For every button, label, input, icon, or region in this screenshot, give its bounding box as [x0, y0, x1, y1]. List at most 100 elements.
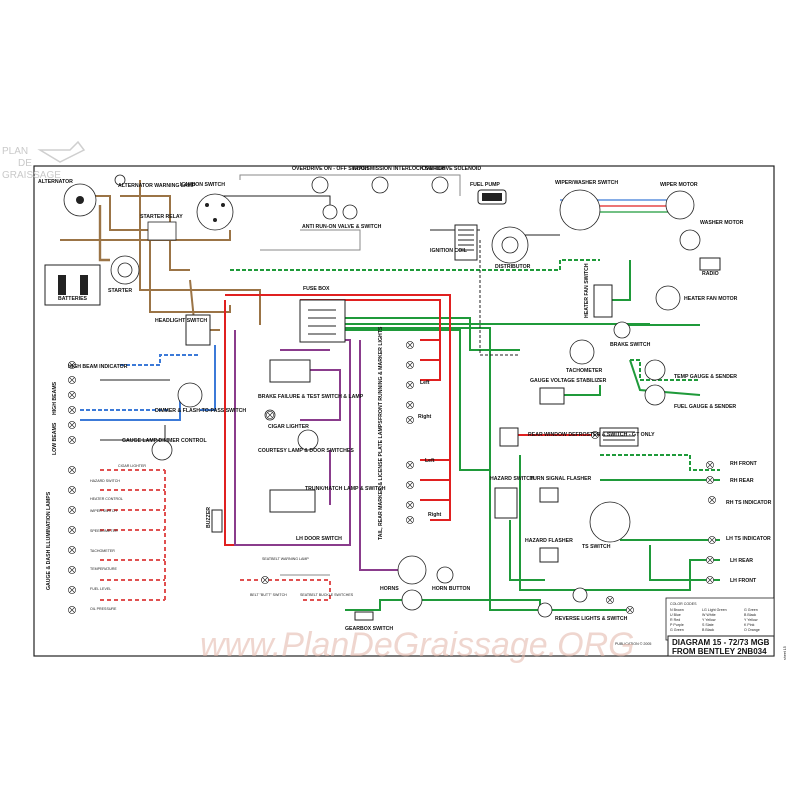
label-high-beams: HIGH BEAMS — [52, 381, 58, 415]
label-starter: STARTER — [108, 288, 132, 294]
lamp-filament — [592, 432, 598, 438]
label-fuel-gauge: FUEL GAUGE & SENDER — [674, 404, 736, 410]
svg-text:Y Yellow: Y Yellow — [744, 618, 758, 622]
lamp-filament — [69, 422, 75, 428]
label-radio: RADIO — [702, 271, 719, 277]
svg-text:P Purple: P Purple — [670, 623, 684, 627]
label-lamp-hazard: HAZARD SWITCH — [90, 479, 120, 483]
lamp-filament — [407, 362, 413, 368]
svg-text:K Pink: K Pink — [744, 623, 755, 627]
label-lamp-cigar: CIGAR LIGHTER — [118, 464, 146, 468]
svg-text:LG Light Green: LG Light Green — [702, 608, 727, 612]
label-brake-switch: BRAKE SWITCH — [610, 342, 651, 348]
label-alt-warning: ALTERNATOR WARNING LAMP — [118, 183, 196, 189]
label-overdrive-solenoid: OVERDRIVE SOLENOID — [422, 166, 481, 172]
label-high-beam-indicator: HIGH BEAM INDICATOR — [68, 364, 128, 370]
label-lamp-speedo: SPEEDOMETER — [90, 529, 118, 533]
lamp-bulbs — [68, 341, 716, 614]
label-alternator: ALTERNATOR — [38, 179, 73, 185]
label-lamp-wiper: WIPER SWITCH — [90, 509, 117, 513]
svg-text:R Red: R Red — [670, 618, 680, 622]
lamp-filament — [69, 567, 75, 573]
label-lh-ts: LH TS INDICATOR — [726, 536, 771, 542]
lamp-filament — [709, 537, 715, 543]
label-left-front: Left — [420, 380, 430, 386]
label-seatbelt-buckle: SEATBELT BUCKLE SWITCHES — [300, 593, 354, 597]
svg-text:PLAN: PLAN — [2, 146, 28, 157]
title-line-2: FROM BENTLEY 2NB034 — [672, 647, 767, 656]
label-lh-front: LH FRONT — [730, 578, 757, 584]
svg-text:B Black: B Black — [744, 613, 756, 617]
label-rh-front: RH FRONT — [730, 461, 758, 467]
lamp-filament — [407, 382, 413, 388]
label-dimmer: DIMMER & FLASH-TO-PASS SWITCH — [155, 408, 246, 414]
label-courtesy-lamp: COURTESY LAMP & DOOR SWITCHES — [258, 448, 354, 454]
lamp-filament — [69, 392, 75, 398]
components — [44, 174, 721, 621]
label-turn-flasher: TURN SIGNAL FLASHER — [530, 476, 592, 482]
lamp-filament — [707, 462, 713, 468]
label-lamp-oil: OIL PRESSURE — [90, 607, 117, 611]
label-lamp-temp: TEMPERATURE — [90, 567, 117, 571]
label-hazard-switch: HAZARD SWITCH — [490, 476, 534, 482]
label-lamp-tacho: TACHOMETER — [90, 549, 115, 553]
labels: ALTERNATOR ALTERNATOR WARNING LAMP IGNIT… — [38, 166, 772, 632]
label-trunk-lamp: TRUNK/HATCH LAMP & SWITCH — [305, 486, 386, 492]
lamp-filament — [267, 412, 273, 418]
label-wiper-switch: WIPER/WASHER SWITCH — [555, 180, 618, 186]
lamp-filament — [707, 477, 713, 483]
color-code-legend: COLOR CODES N Brown U Blue R Red P Purpl… — [665, 597, 775, 641]
lamp-filament — [69, 467, 75, 473]
ignition-switch-symbol — [196, 193, 234, 231]
label-right-rear: Right — [428, 512, 442, 518]
lamp-filament — [407, 342, 413, 348]
lamp-filament — [407, 482, 413, 488]
lamp-filament — [407, 462, 413, 468]
label-heater-switch: HEATER FAN SWITCH — [584, 263, 590, 318]
label-buzzer: BUZZER — [206, 507, 212, 528]
lamp-filament — [69, 362, 75, 368]
watermark: www.PlanDeGraissage.ORG — [200, 626, 635, 664]
lamp-filament — [69, 487, 75, 493]
wires — [59, 174, 720, 611]
label-wiper-motor: WIPER MOTOR — [660, 182, 698, 188]
svg-text:Y Yellow: Y Yellow — [702, 618, 716, 622]
label-seatbelt-lamp: SEATBELT WARNING LAMP — [262, 557, 309, 561]
label-starter-relay: STARTER RELAY — [140, 214, 183, 220]
lamp-filament — [407, 502, 413, 508]
lamp-filament — [407, 402, 413, 408]
label-batteries: BATTERIES — [58, 296, 88, 302]
label-rh-ts: RH TS INDICATOR — [726, 500, 772, 506]
label-tail-lamps: TAIL, REAR MARKER & LICENSE PLATE LAMPS — [378, 420, 384, 540]
label-lh-rear: LH REAR — [730, 558, 753, 564]
sheet-label: sheet 15 — [783, 646, 787, 660]
lamp-filament — [627, 607, 633, 613]
label-brake-failure: BRAKE FAILURE & TEST SWITCH & LAMP — [258, 394, 364, 400]
color-codes-heading: COLOR CODES — [670, 602, 697, 606]
label-gauge-dash-lamps: GAUGE & DASH ILLUMINATION LAMPS — [46, 491, 52, 590]
label-right-front: Right — [418, 414, 432, 420]
label-rh-rear: RH REAR — [730, 478, 754, 484]
lamp-filament — [69, 407, 75, 413]
label-hazard-flasher: HAZARD FLASHER — [525, 538, 573, 544]
label-anti-runon: ANTI RUN-ON VALVE & SWITCH — [302, 224, 382, 230]
lamp-filament — [707, 577, 713, 583]
label-fuse-box: FUSE BOX — [303, 286, 330, 292]
label-washer-motor: WASHER MOTOR — [700, 220, 744, 226]
svg-text:DE: DE — [18, 158, 32, 169]
publisher: PUBLICATION © 2005 — [615, 642, 651, 646]
label-ts-switch: TS SWITCH — [582, 544, 611, 550]
svg-text:GRAISSAGE: GRAISSAGE — [2, 170, 61, 181]
label-left-rear: Left — [425, 458, 435, 464]
lamp-filament — [69, 437, 75, 443]
label-lamp-heater: HEATER CONTROL — [90, 497, 123, 501]
svg-text:U Blue: U Blue — [670, 613, 681, 617]
lamp-filament — [407, 417, 413, 423]
label-lh-door: LH DOOR SWITCH — [296, 536, 342, 542]
label-temp-gauge: TEMP GAUGE & SENDER — [674, 374, 737, 380]
svg-text:G Green: G Green — [744, 608, 758, 612]
svg-text:N Brown: N Brown — [670, 608, 684, 612]
title-box: DIAGRAM 15 - 72/73 MGB FROM BENTLEY 2NB0… — [615, 635, 787, 660]
svg-text:W White: W White — [702, 613, 716, 617]
